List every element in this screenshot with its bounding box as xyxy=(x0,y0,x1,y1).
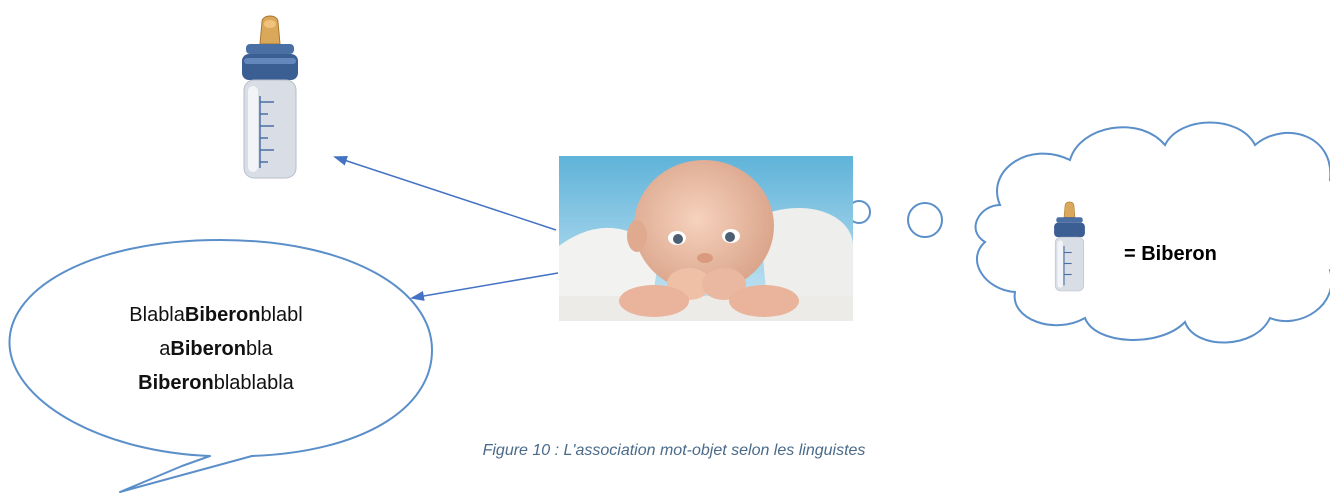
speech-text-bold: Biberon xyxy=(170,338,246,360)
arrow-to-bottle xyxy=(333,156,557,231)
figure-caption: Figure 10 : L'association mot-objet selo… xyxy=(482,442,866,459)
speech-line-3: Biberonblablabla xyxy=(96,366,336,400)
speech-text-fragment: blablabla xyxy=(213,372,294,394)
arrow-to-speech xyxy=(410,272,559,301)
speech-text-fragment: a xyxy=(159,338,171,360)
baby-bottle-small-icon xyxy=(1054,201,1085,292)
baby-photo xyxy=(559,156,853,321)
speech-text-fragment: bla xyxy=(245,338,273,360)
speech-bubble-text: BlablaBiberonblabl aBiberonbla Biberonbl… xyxy=(96,298,336,400)
speech-line-2: aBiberonbla xyxy=(96,332,336,366)
thought-bubble xyxy=(974,121,1330,344)
speech-text-fragment: Blabla xyxy=(129,304,185,326)
speech-text-bold: Biberon xyxy=(184,304,261,326)
speech-text-bold: Biberon xyxy=(138,372,214,394)
speech-text-fragment: blabl xyxy=(260,304,303,326)
speech-bubble xyxy=(8,239,433,493)
baby-bottle-icon xyxy=(242,15,298,179)
thought-bubble-label: = Biberon xyxy=(1124,243,1217,265)
speech-line-1: BlablaBiberonblabl xyxy=(96,298,336,332)
thought-dot-large xyxy=(907,202,943,238)
